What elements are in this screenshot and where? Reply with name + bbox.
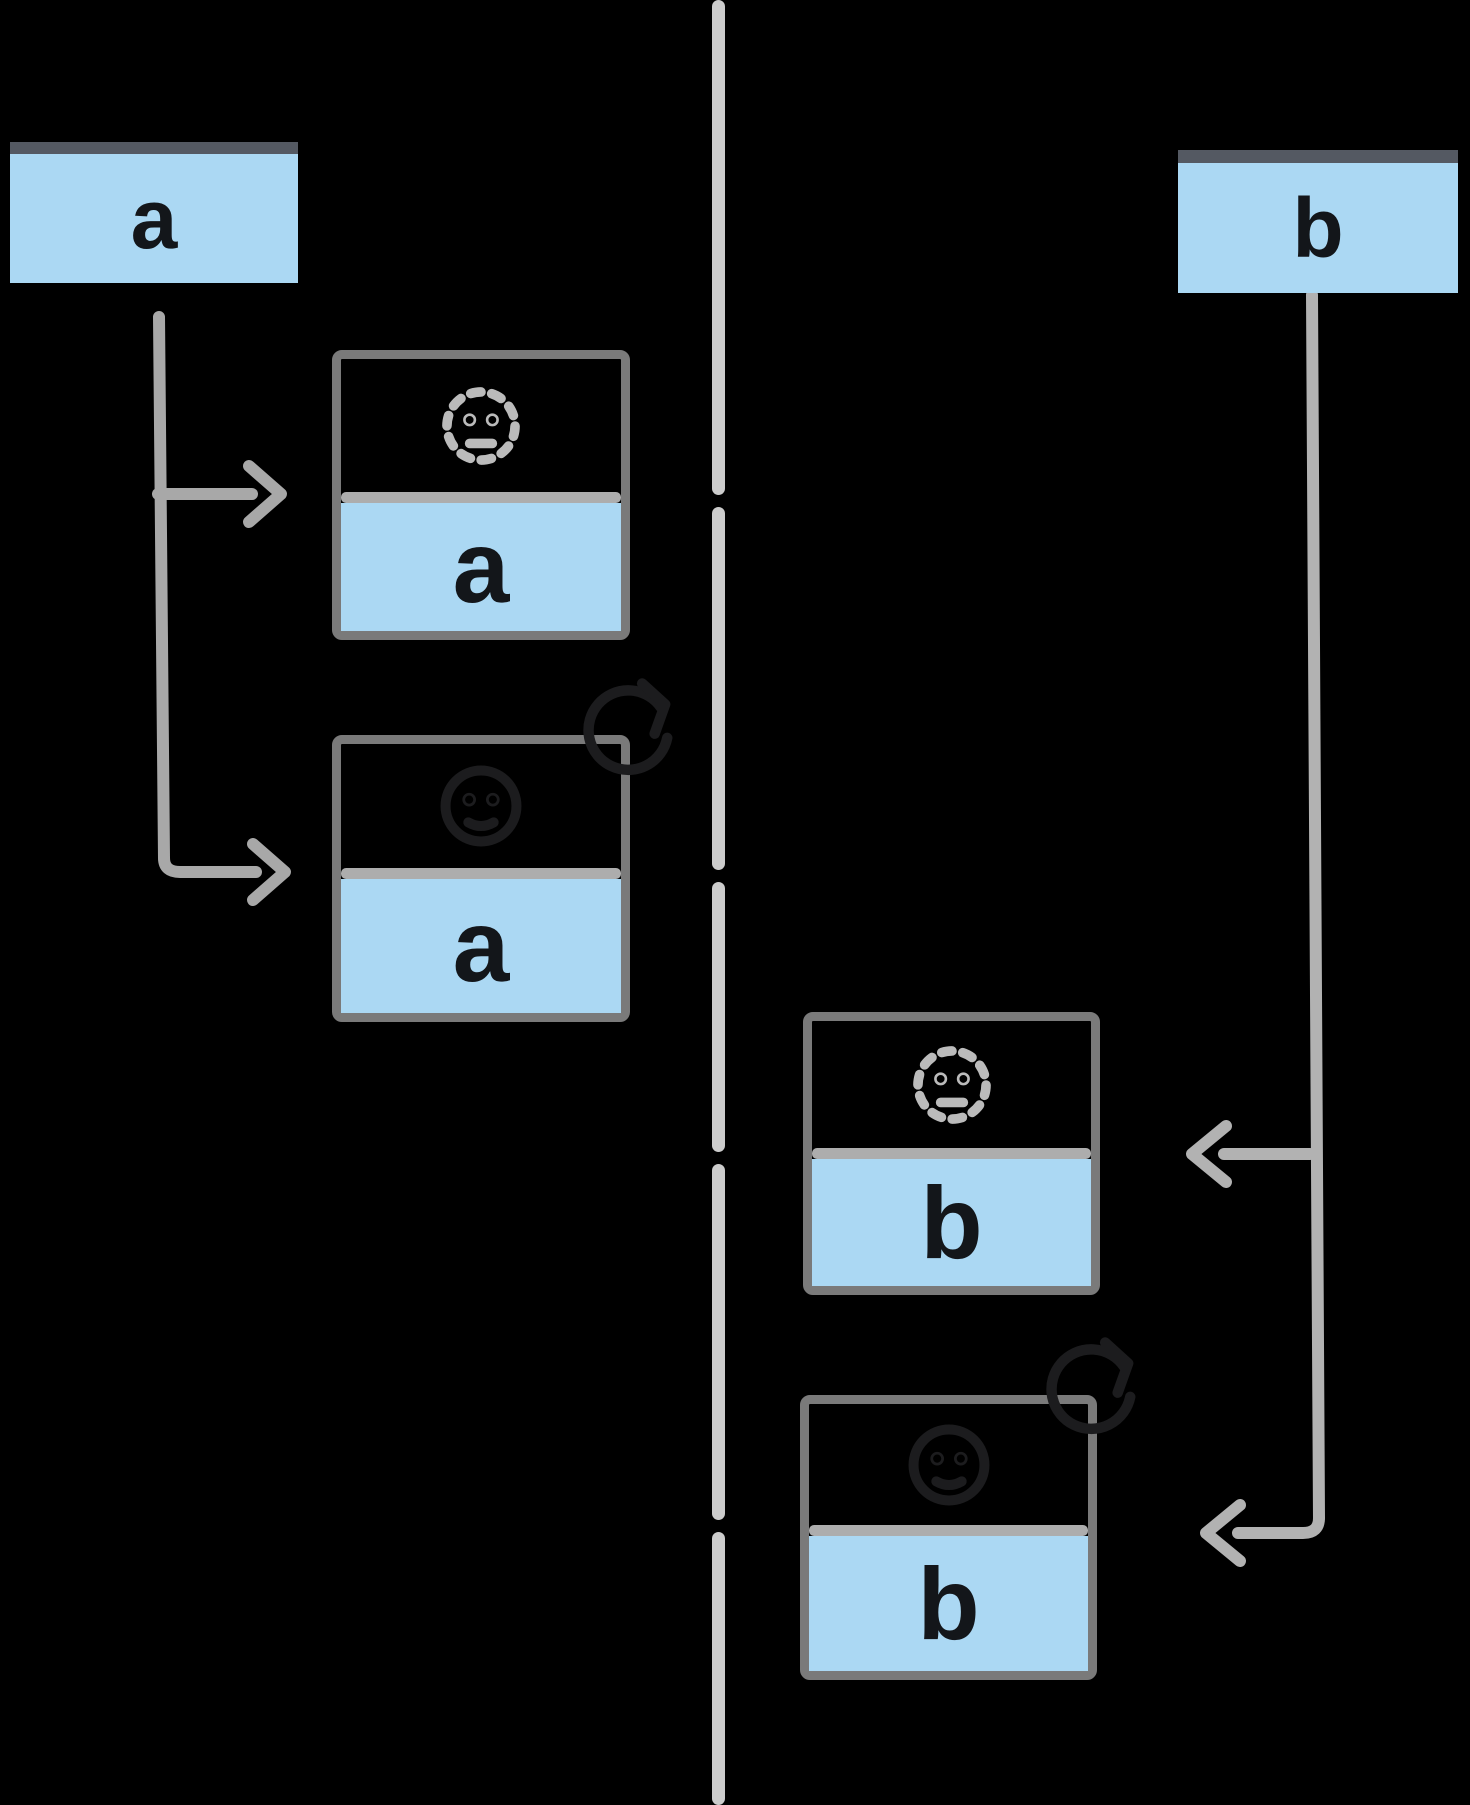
component-icon-area: [809, 1404, 1088, 1525]
client-b-body: b: [1178, 163, 1458, 293]
component-letter: b: [917, 1546, 980, 1661]
component-divider: [341, 868, 621, 879]
client-a-connector-arrows: [152, 311, 291, 906]
dashed-smiley-placeholder-icon: [912, 1045, 991, 1124]
component-box-a-active: a: [332, 735, 630, 1022]
arrowhead-icon: [1186, 1120, 1232, 1188]
center-line-segment: [712, 0, 725, 495]
arrowhead-icon: [247, 838, 291, 906]
smiley-icon: [908, 1424, 989, 1505]
client-a-label: a: [130, 171, 178, 266]
component-body: a: [341, 879, 621, 1013]
refresh-arrow-icon: [1046, 1337, 1136, 1434]
client-a-body: a: [10, 154, 298, 283]
client-a-box: a: [10, 142, 298, 283]
component-letter: a: [452, 510, 510, 624]
client-b-header-bar: [1178, 150, 1458, 163]
component-letter: b: [920, 1165, 983, 1280]
client-a-header-bar: [10, 142, 298, 154]
arrowhead-icon: [243, 460, 287, 528]
client-b-box: b: [1178, 150, 1458, 293]
arrowhead-icon: [1200, 1499, 1246, 1567]
client-b-timeline: [1306, 289, 1325, 1524]
component-icon-area: [341, 359, 621, 492]
component-box-b-active: b: [800, 1395, 1097, 1680]
center-line-segment: [712, 882, 725, 1152]
dashed-smiley-placeholder-icon: [442, 386, 520, 465]
center-line-segment: [712, 1532, 725, 1805]
component-divider: [812, 1148, 1091, 1159]
arrow-to-component-4: [1232, 1512, 1325, 1539]
component-body: b: [812, 1159, 1091, 1286]
refresh-arrow-icon: [583, 678, 673, 775]
client-b-label: b: [1292, 181, 1344, 275]
arrow-to-component-2: [158, 852, 262, 878]
component-body: b: [809, 1536, 1088, 1671]
center-line-segment: [712, 1164, 725, 1520]
component-icon-area: [341, 744, 621, 868]
smiley-icon: [440, 765, 522, 847]
center-line-segment: [712, 507, 725, 870]
client-b-connector-arrows: [1186, 289, 1325, 1567]
component-box-a-placeholder: a: [332, 350, 630, 640]
component-body: a: [341, 503, 621, 631]
component-divider: [809, 1525, 1088, 1536]
client-a-timeline: [153, 311, 170, 864]
component-divider: [341, 492, 621, 503]
component-icon-area: [812, 1021, 1091, 1148]
component-box-b-placeholder: b: [803, 1012, 1100, 1295]
component-letter: a: [452, 889, 510, 1003]
